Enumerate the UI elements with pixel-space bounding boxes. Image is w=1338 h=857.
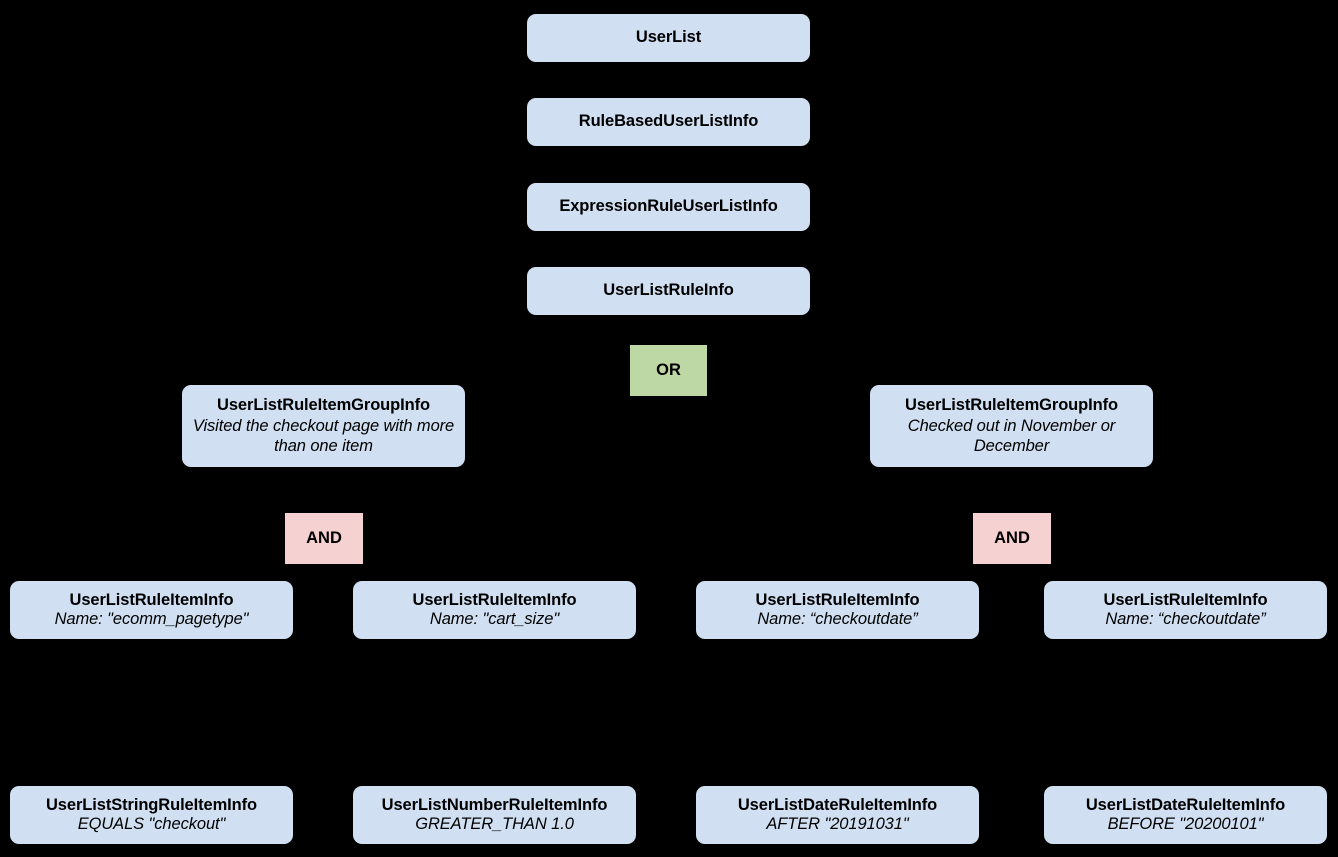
node-leaf-3-subtitle: AFTER "20191031" <box>766 815 909 833</box>
node-group-right-title: UserListRuleItemGroupInfo <box>905 396 1118 415</box>
node-expression-rule-user-list-info-title: ExpressionRuleUserListInfo <box>559 197 778 216</box>
node-leaf-4-subtitle: BEFORE "20200101" <box>1107 815 1264 833</box>
node-user-list-rule-info-title: UserListRuleInfo <box>603 281 734 300</box>
operator-and-left-label: AND <box>306 529 342 547</box>
node-user-list-rule-info[interactable]: UserListRuleInfo <box>527 267 810 315</box>
node-rule-based-user-list-info[interactable]: RuleBasedUserListInfo <box>527 98 810 146</box>
node-rule-item-2[interactable]: UserListRuleItemInfo Name: "cart_size" <box>353 581 636 639</box>
edge-and-left-to-item2 <box>323 563 496 582</box>
node-rule-item-2-subtitle: Name: "cart_size" <box>429 610 560 628</box>
node-rule-item-3-subtitle: Name: “checkoutdate” <box>757 610 918 628</box>
node-leaf-2-subtitle: GREATER_THAN 1.0 <box>415 815 574 833</box>
node-leaf-4-title: UserListDateRuleItemInfo <box>1085 795 1286 814</box>
node-leaf-number-rule-item[interactable]: UserListNumberRuleItemInfo GREATER_THAN … <box>353 786 636 844</box>
node-leaf-1-subtitle: EQUALS "checkout" <box>77 815 226 833</box>
operator-or-label: OR <box>656 361 681 379</box>
operator-and-right-label: AND <box>994 529 1030 547</box>
node-rule-item-1-title: UserListRuleItemInfo <box>69 590 234 609</box>
node-leaf-date-rule-item-before[interactable]: UserListDateRuleItemInfo BEFORE "2020010… <box>1044 786 1327 844</box>
node-leaf-1-title: UserListStringRuleItemInfo <box>45 795 257 814</box>
edge-and-right-to-item4 <box>1010 563 1187 582</box>
node-rule-item-3-title: UserListRuleItemInfo <box>755 590 920 609</box>
node-group-left[interactable]: UserListRuleItemGroupInfo Visited the ch… <box>182 385 465 467</box>
node-rule-item-2-title: UserListRuleItemInfo <box>412 590 577 609</box>
node-rule-item-1-subtitle: Name: "ecomm_pagetype" <box>54 610 249 628</box>
node-leaf-date-rule-item-after[interactable]: UserListDateRuleItemInfo AFTER "20191031… <box>696 786 979 844</box>
node-rule-item-4-title: UserListRuleItemInfo <box>1103 590 1268 609</box>
edge-and-left-to-item1 <box>150 563 325 582</box>
node-leaf-2-title: UserListNumberRuleItemInfo <box>381 795 608 814</box>
node-user-list-title: UserList <box>635 28 702 47</box>
node-group-right[interactable]: UserListRuleItemGroupInfo Checked out in… <box>870 385 1153 467</box>
node-rule-item-4-subtitle: Name: “checkoutdate” <box>1105 610 1266 628</box>
node-group-right-subtitle: Checked out in November or December <box>907 416 1116 455</box>
node-rule-item-4[interactable]: UserListRuleItemInfo Name: “checkoutdate… <box>1044 581 1327 639</box>
operator-and-left[interactable]: AND <box>285 513 363 564</box>
node-group-left-subtitle: Visited the checkout page with more than… <box>192 416 455 455</box>
node-rule-item-1[interactable]: UserListRuleItemInfo Name: "ecomm_pagety… <box>10 581 293 639</box>
operator-and-right[interactable]: AND <box>973 513 1051 564</box>
node-rule-item-3[interactable]: UserListRuleItemInfo Name: “checkoutdate… <box>696 581 979 639</box>
node-group-left-title: UserListRuleItemGroupInfo <box>217 396 430 415</box>
edge-and-right-to-item3 <box>837 563 1012 582</box>
node-leaf-string-rule-item[interactable]: UserListStringRuleItemInfo EQUALS "check… <box>10 786 293 844</box>
node-leaf-3-title: UserListDateRuleItemInfo <box>737 795 938 814</box>
node-rule-based-user-list-info-title: RuleBasedUserListInfo <box>578 112 759 131</box>
node-expression-rule-user-list-info[interactable]: ExpressionRuleUserListInfo <box>527 183 810 231</box>
operator-or[interactable]: OR <box>630 345 707 396</box>
node-user-list[interactable]: UserList <box>527 14 810 62</box>
